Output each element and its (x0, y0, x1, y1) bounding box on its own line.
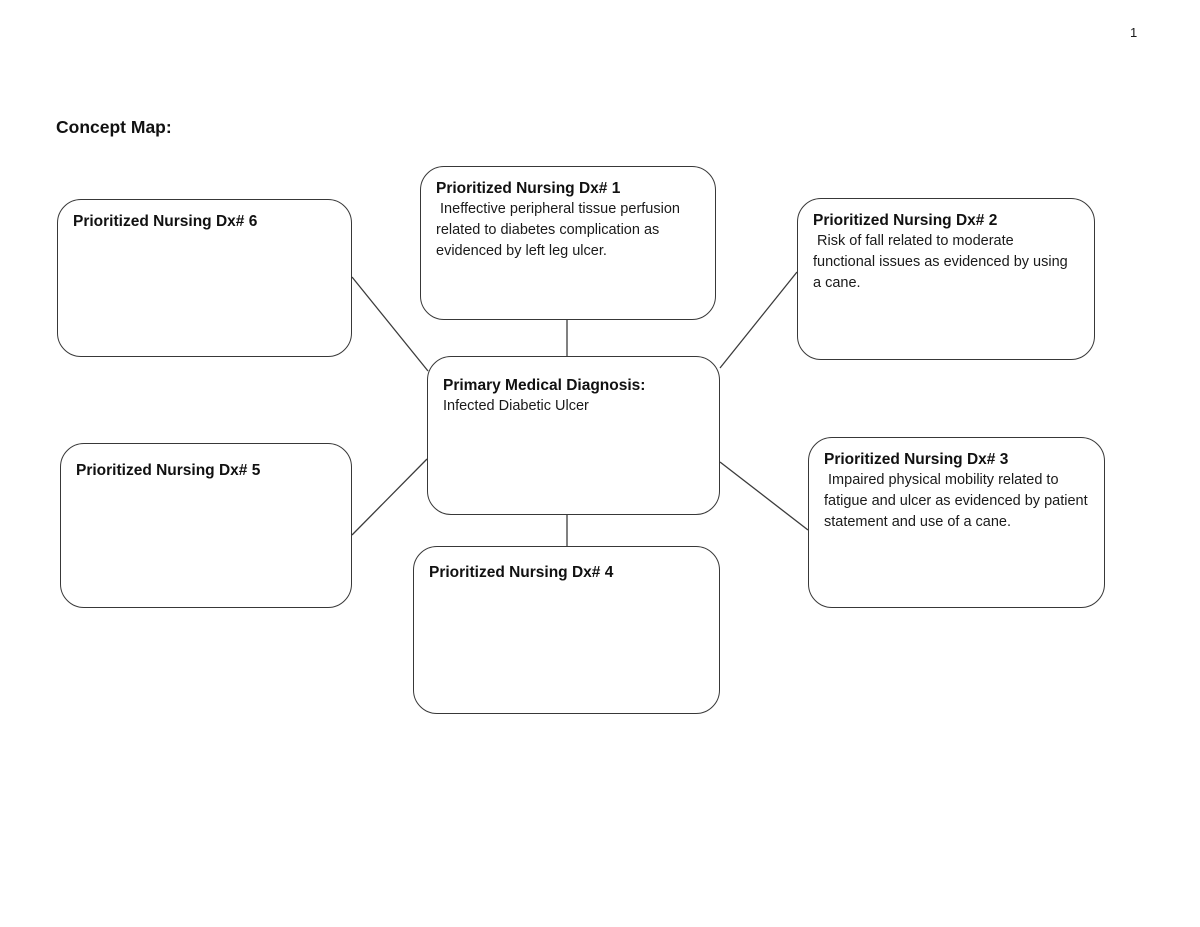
connector-center-dx3 (719, 461, 809, 531)
node-nursing-dx2: Prioritized Nursing Dx# 2 Risk of fall r… (797, 198, 1095, 360)
node-nursing-dx6: Prioritized Nursing Dx# 6 (57, 199, 352, 357)
node-body: Impaired physical mobility related to fa… (824, 472, 1092, 530)
node-title: Prioritized Nursing Dx# 5 (76, 462, 261, 479)
node-nursing-dx5: Prioritized Nursing Dx# 5 (60, 443, 352, 608)
connector-center-dx2 (719, 271, 798, 369)
node-title: Prioritized Nursing Dx# 3 (824, 451, 1009, 468)
node-nursing-dx3: Prioritized Nursing Dx# 3 Impaired physi… (808, 437, 1105, 608)
node-title: Prioritized Nursing Dx# 1 (436, 180, 621, 197)
node-title: Prioritized Nursing Dx# 4 (429, 564, 614, 581)
page-number: 1 (1130, 25, 1138, 40)
node-primary-medical-diagnosis: Primary Medical Diagnosis: Infected Diab… (427, 356, 720, 515)
node-title: Prioritized Nursing Dx# 6 (73, 213, 258, 230)
node-body: Infected Diabetic Ulcer (443, 398, 589, 415)
node-nursing-dx4: Prioritized Nursing Dx# 4 (413, 546, 720, 714)
node-nursing-dx1: Prioritized Nursing Dx# 1 Ineffective pe… (420, 166, 716, 320)
concept-map-heading: Concept Map: (56, 117, 172, 137)
node-body: Risk of fall related to moderate functio… (813, 233, 1072, 291)
connector-dx6-center (351, 276, 429, 372)
node-title: Primary Medical Diagnosis: (443, 377, 646, 394)
node-title: Prioritized Nursing Dx# 2 (813, 212, 998, 229)
node-body: Ineffective peripheral tissue perfusion … (436, 201, 684, 259)
connector-dx5-center (351, 458, 428, 536)
